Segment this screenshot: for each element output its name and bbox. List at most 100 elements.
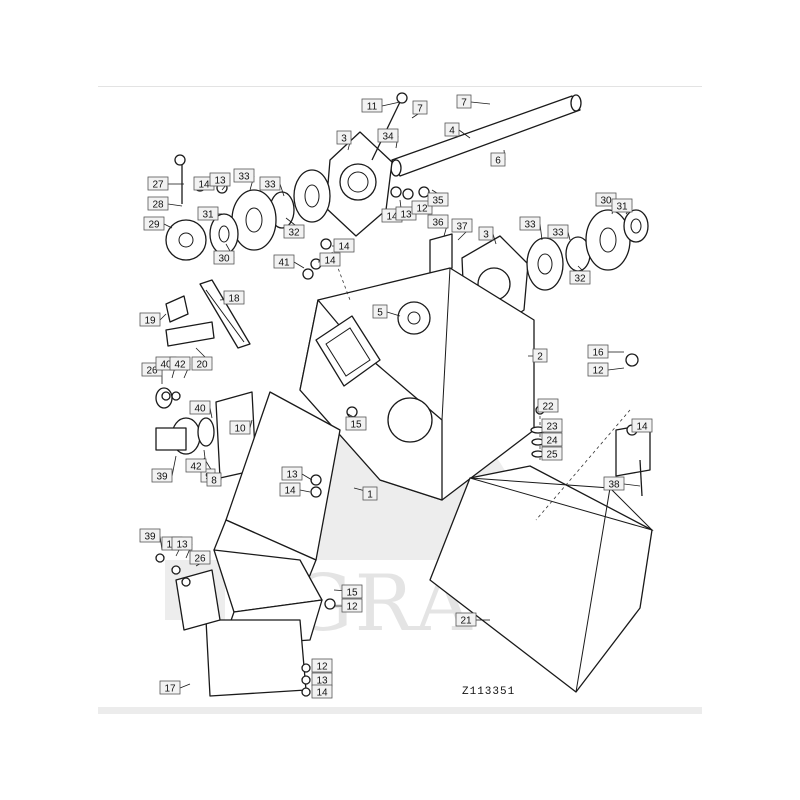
callout-box [412, 100, 428, 115]
callout-number: 20 [196, 360, 208, 371]
callout-number: 30 [218, 254, 230, 265]
callout-number: 12 [316, 662, 328, 673]
callout-number: 19 [144, 316, 156, 327]
callout-label: 11 [361, 98, 401, 113]
callout-leader [492, 233, 497, 245]
callout-box [444, 122, 460, 137]
callout-box [333, 238, 355, 253]
callout-label: 13 [281, 466, 313, 481]
callout-box [147, 176, 169, 191]
callout-box [490, 152, 506, 167]
callout-box [411, 200, 433, 215]
callout-leader [179, 683, 191, 689]
callout-number: 7 [417, 104, 423, 115]
callout-number: 22 [542, 402, 554, 413]
callout-number: 25 [546, 450, 558, 461]
callout-box [159, 680, 181, 695]
callout-number: 35 [432, 196, 444, 207]
callout-label: 6 [490, 149, 506, 167]
callout-box [151, 468, 173, 483]
callout-label: 30 [213, 243, 235, 265]
chain [165, 279, 251, 349]
callout-label: 14 [631, 418, 653, 433]
callout-number: 13 [316, 676, 328, 687]
callout-label: 28 [147, 196, 183, 211]
callout-number: 26 [194, 554, 206, 565]
drawing-code: Z113351 [462, 686, 515, 698]
callout-number: 10 [234, 424, 246, 435]
callout-box [189, 400, 211, 415]
callout-leader [607, 367, 625, 371]
callout-label: 14 [317, 252, 341, 267]
callout-number: 32 [288, 228, 300, 239]
callout-number: 30 [600, 196, 612, 207]
callout-label: 7 [456, 94, 491, 109]
callout-number: 6 [495, 156, 501, 167]
callout-label: 1 [353, 486, 378, 501]
callout-label: 21 [455, 612, 490, 627]
callout-box [341, 598, 363, 613]
callout-label: 31 [197, 206, 222, 221]
callout-box [169, 356, 191, 371]
callout-leader [279, 183, 285, 197]
callout-box [281, 466, 303, 481]
callout-label: 22 [537, 398, 559, 413]
callout-label: 36 [427, 214, 449, 237]
callout-box [631, 418, 653, 433]
callout-label: 8 [206, 471, 222, 487]
callout-label: 33 [519, 216, 543, 241]
callout-box [532, 348, 548, 363]
callout-number: 3 [341, 134, 347, 145]
callout-number: 34 [382, 132, 394, 143]
callout-label: 32 [569, 265, 591, 285]
callout-label: 12 [587, 362, 625, 377]
idler-assembly [155, 387, 257, 479]
callout-box [336, 130, 352, 145]
callout-box [611, 198, 633, 213]
callout-box [223, 290, 245, 305]
callout-number: 13 [286, 470, 298, 481]
callout-box [537, 398, 559, 413]
callout-number: 12 [592, 366, 604, 377]
callout-number: 23 [546, 422, 558, 433]
callout-number: 14 [316, 688, 328, 699]
callout-label: 3 [478, 226, 497, 245]
callout-leader [293, 261, 305, 269]
callout-label: 27 [147, 176, 184, 191]
callout-leader [163, 223, 173, 229]
callout-label: 12 [334, 598, 363, 613]
callout-box [209, 172, 231, 187]
callout-label: 38 [603, 476, 641, 491]
callout-label: 39 [151, 455, 177, 483]
callout-box [283, 224, 305, 239]
callout-label: 23 [541, 418, 563, 433]
callout-number: 14 [198, 180, 210, 191]
callout-box [341, 584, 363, 599]
guide-line [535, 409, 631, 521]
callout-label: 37 [451, 218, 473, 241]
callout-number: 3 [483, 230, 489, 241]
callout-number: 12 [416, 204, 428, 215]
callout-box [427, 192, 449, 207]
callout-number: 26 [146, 366, 158, 377]
callout-box [451, 218, 473, 233]
callout-label: 40 [189, 400, 213, 419]
callout-box [361, 98, 383, 113]
callout-number: 32 [574, 274, 586, 285]
callout-box [569, 270, 591, 285]
bottom-rule [98, 707, 702, 714]
callout-label: 10 [229, 419, 253, 435]
callout-box [377, 128, 399, 143]
callout-number: 16 [592, 348, 604, 359]
callout-label: 34 [377, 128, 399, 149]
callout-label: 19 [139, 312, 167, 327]
callout-number: 7 [461, 98, 467, 109]
callout-leader [299, 489, 311, 493]
callout-box [197, 206, 219, 221]
callout-leader [623, 483, 641, 487]
callout-box [541, 418, 563, 433]
callout-label: 18 [219, 290, 245, 305]
callout-box [372, 304, 388, 319]
callout-box [319, 252, 341, 267]
